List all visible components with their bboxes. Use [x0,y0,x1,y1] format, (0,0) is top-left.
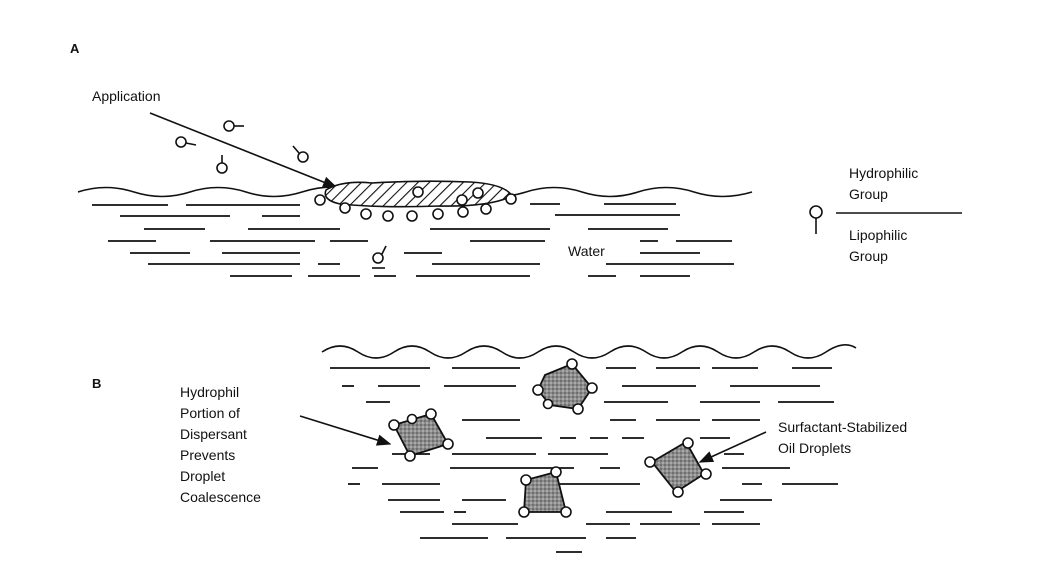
hydrophil-line: Coalescence [180,489,261,505]
surfactant-arrow [700,432,766,462]
water-label: Water [568,243,605,259]
legend-molecule-icon [810,206,822,234]
panel-a-label: A [70,41,80,56]
hydrophil-arrow [300,416,390,444]
legend-lipophilic-line2: Group [849,248,888,264]
hydrophil-line: Droplet [180,468,225,484]
panel-b-label: B [92,376,101,391]
airborne-surfactant-molecules [176,121,308,173]
legend-hydrophilic-line1: Hydrophilic [849,165,918,181]
submerged-surfactant-molecule [372,246,386,268]
panel-b: B [92,345,907,552]
surfactant-molecule [176,137,196,147]
surfactant-label-line1: Surfactant-Stabilized [778,419,907,435]
legend-hydrophilic-line2: Group [849,186,888,202]
water-surface-wave-b [322,345,856,358]
application-label: Application [92,88,161,104]
hydrophil-text: Hydrophil Portion of Dispersant Prevents… [180,384,261,505]
surfactant-label-line2: Oil Droplets [778,440,851,456]
hydrophil-line: Dispersant [180,426,247,442]
surfactant-molecule [224,121,244,131]
oil-slick [315,181,516,221]
oil-droplet [645,438,711,497]
oil-droplet [533,359,597,414]
surfactant-molecule [217,155,227,173]
surfactant-molecule [293,146,308,162]
hydrophil-line: Portion of [180,405,240,421]
legend: Hydrophilic Group Lipophilic Group [810,165,962,264]
legend-lipophilic-line1: Lipophilic [849,227,907,243]
panel-a: A Application [70,41,752,276]
hydrophil-line: Hydrophil [180,384,239,400]
hydrophil-line: Prevents [180,447,235,463]
oil-droplet [519,467,571,517]
application-arrow [150,113,336,187]
